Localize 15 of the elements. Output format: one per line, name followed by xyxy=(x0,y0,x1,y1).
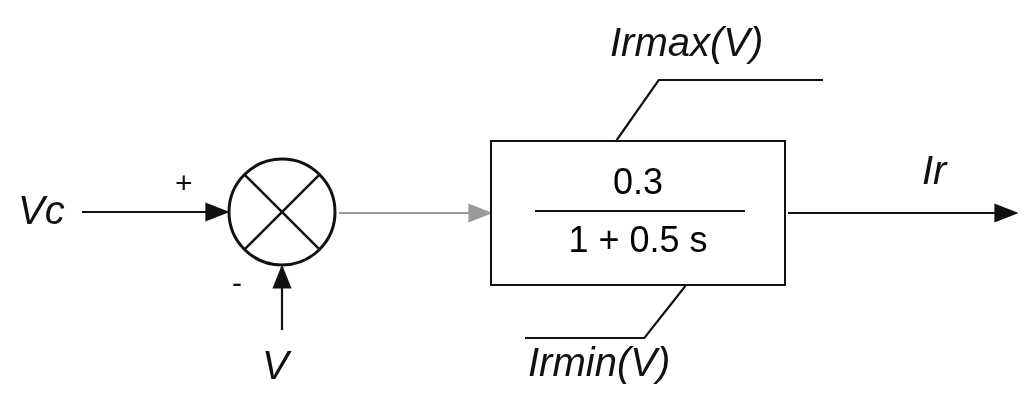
limit-label: Irmax(V) xyxy=(610,22,764,62)
plus-sign: + xyxy=(175,168,193,198)
limit-label: Irmin(V) xyxy=(528,342,671,382)
input-label: Vc xyxy=(18,190,65,230)
arrow xyxy=(788,203,1019,223)
numerator: 0.3 xyxy=(611,164,664,200)
leader-line xyxy=(615,78,823,141)
summing-junction xyxy=(227,157,337,267)
arrow xyxy=(82,202,230,222)
leader-line xyxy=(525,285,687,340)
arrow xyxy=(339,203,493,223)
arrow xyxy=(272,264,292,330)
transfer-function-block xyxy=(490,140,786,286)
minus-sign: - xyxy=(232,268,242,298)
denominator: 1 + 0.5 s xyxy=(567,222,709,258)
